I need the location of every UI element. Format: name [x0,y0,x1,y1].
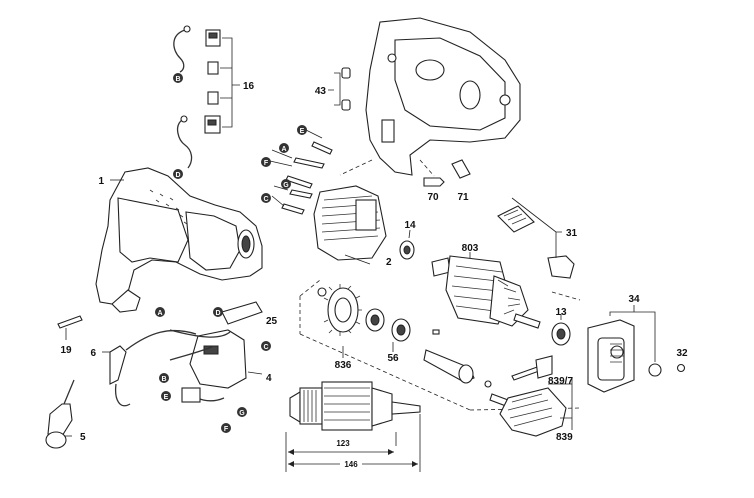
connector-markers: B D E A F G C A D C B E G F [155,73,307,433]
connector-g-top: G [281,179,291,189]
svg-text:B: B [175,76,180,83]
callout-25: 25 [266,316,278,327]
callout-34: 34 [628,294,640,305]
connector-f-top: F [261,157,271,167]
callout-13: 13 [555,307,567,318]
dimension-outer: 146 [344,460,358,469]
callout-839: 839 [556,432,573,443]
switch-assembly [169,301,263,403]
svg-text:G: G [239,410,245,417]
chuck-key [511,355,553,381]
callout-31: 31 [566,228,578,239]
connector-g-bottom: G [237,407,247,417]
callout-1: 1 [98,176,104,187]
callout-43: 43 [315,86,327,97]
svg-text:A: A [157,310,162,317]
motor-assembly-view: 123 146 [285,381,421,472]
connector-d-bottom: D [213,307,223,317]
power-cord-5 [45,379,75,449]
callout-839-7: 839/7 [548,376,573,387]
screw-70 [423,177,445,187]
ring-32 [676,363,686,373]
rear-housing-half [328,17,521,187]
suppressor-6 [102,329,197,407]
gear-housing-34 [587,305,686,393]
clamp-71 [451,159,471,179]
spring-clip-lower [207,91,219,105]
main-housing [95,167,263,313]
bearing-14 [399,229,415,260]
callout-836: 836 [335,360,352,371]
svg-text:A: A [281,146,286,153]
callout-2: 2 [386,257,392,268]
housing-screw-lower [341,99,351,111]
svg-text:C: C [263,344,268,351]
spring-clip-upper [207,61,219,75]
callout-70: 70 [427,192,439,203]
dimension-inner: 123 [336,439,350,448]
callout-32: 32 [676,348,688,359]
part-callouts: 1 2 4 5 6 13 14 16 19 25 31 32 34 43 56 … [60,81,688,443]
callout-56: 56 [387,353,399,364]
armature [431,252,541,329]
svg-text:F: F [264,160,269,167]
svg-text:F: F [224,426,229,433]
callout-71: 71 [457,192,469,203]
field-coil [313,185,387,265]
callout-14: 14 [404,220,416,231]
gearbox-parts [299,279,581,411]
housing-screw-upper [341,67,351,79]
bearing-13 [551,314,571,346]
connector-b-top: B [173,73,183,83]
svg-text:D: D [175,172,180,179]
connector-b-bottom: B [159,373,169,383]
screw-19 [57,315,83,340]
spindle [423,349,509,407]
fasteners [269,129,333,215]
switch-slider-31 [497,197,575,279]
callout-6: 6 [90,348,96,359]
connector-c-top: C [261,193,271,203]
svg-text:G: G [283,182,289,189]
brush-holder-group [173,25,240,169]
clip-25 [221,301,263,325]
svg-text:D: D [215,310,220,317]
callout-5: 5 [80,432,86,443]
connector-a-top: A [279,143,289,153]
connector-e-top: E [297,125,307,135]
svg-text:E: E [300,128,305,135]
connector-d-top: D [173,169,183,179]
callout-16: 16 [243,81,255,92]
connector-c-bottom: C [261,341,271,351]
connector-e-bottom: E [161,391,171,401]
svg-text:C: C [263,196,268,203]
svg-text:B: B [161,376,166,383]
callout-803: 803 [462,243,479,254]
connector-f-bottom: F [221,423,231,433]
callout-4: 4 [266,373,272,384]
connector-a-bottom: A [155,307,165,317]
chuck [499,378,573,437]
callout-19: 19 [60,345,72,356]
svg-text:E: E [164,394,169,401]
